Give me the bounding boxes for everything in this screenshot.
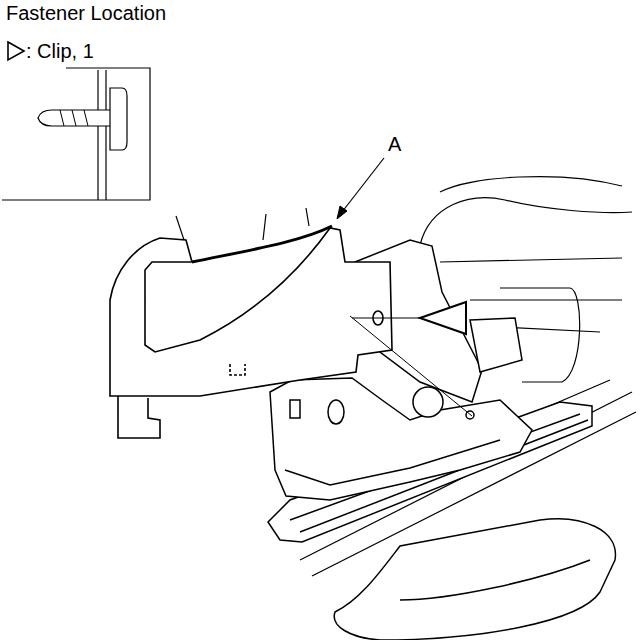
background-lines xyxy=(176,216,184,240)
fastener-mark xyxy=(350,302,472,416)
cover-part xyxy=(192,226,332,262)
latch-plate xyxy=(290,400,300,418)
lower-bracket xyxy=(334,519,615,640)
leader-line xyxy=(337,206,347,219)
latch-plate xyxy=(285,440,500,485)
lower-bracket xyxy=(400,560,590,600)
fastener-mark xyxy=(420,302,466,334)
fastener-mark xyxy=(352,318,420,319)
background-lines xyxy=(470,299,622,300)
latch-plate xyxy=(270,378,532,500)
leader-line xyxy=(342,158,384,212)
support-bracket xyxy=(470,318,522,372)
cover-part xyxy=(110,226,392,438)
background-lines xyxy=(263,214,266,240)
lower-bracket xyxy=(334,519,615,640)
latch-plate xyxy=(413,387,443,417)
detail-inset xyxy=(110,88,127,150)
legend-symbol xyxy=(8,42,24,60)
detail-inset xyxy=(38,110,112,126)
cover-part xyxy=(118,396,160,438)
detail-inset xyxy=(2,68,150,200)
detail-inset xyxy=(2,68,150,200)
detail-inset xyxy=(97,70,98,200)
latch-plate xyxy=(328,400,344,424)
background-lines xyxy=(440,258,622,262)
background-lines xyxy=(440,177,622,192)
detail-inset xyxy=(60,110,88,126)
legend-symbol xyxy=(8,42,24,60)
latch-plate xyxy=(270,378,532,500)
detail-inset xyxy=(105,70,106,200)
heading: Fastener Location xyxy=(6,2,166,24)
fastener-mark xyxy=(350,316,472,416)
background-lines xyxy=(306,208,309,226)
background-lines xyxy=(420,198,632,245)
cover-part xyxy=(110,228,392,396)
legend-text: : Clip, 1 xyxy=(26,40,94,62)
part-label: A xyxy=(386,133,403,155)
leader-line xyxy=(337,158,384,219)
cover-part xyxy=(230,364,245,375)
